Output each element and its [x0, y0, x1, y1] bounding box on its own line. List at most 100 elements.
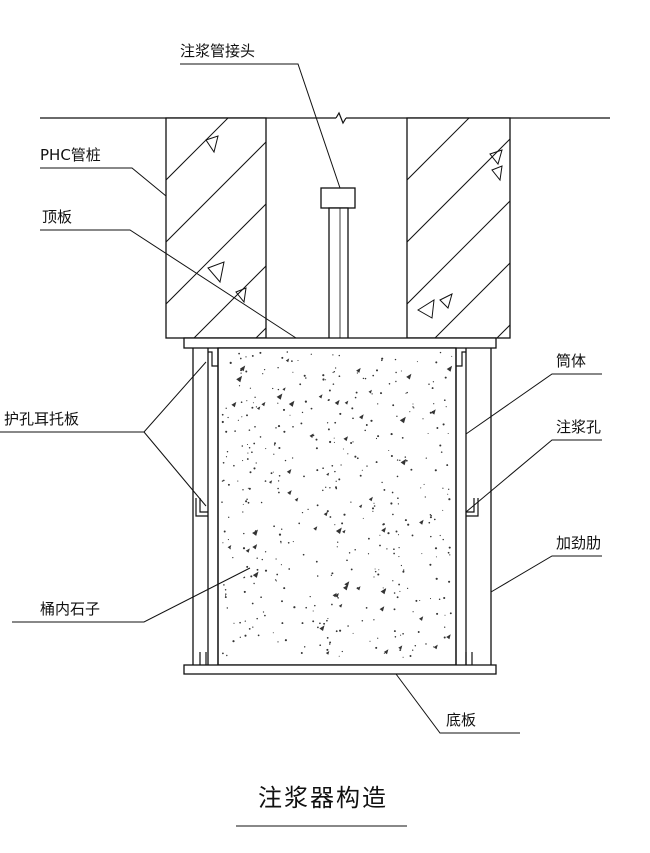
stone-dot [259, 436, 262, 438]
stone-dot [435, 556, 437, 558]
stone-dot [341, 650, 343, 653]
hatch-line [407, 138, 510, 243]
stone-chip [294, 497, 299, 502]
stone-dot [400, 634, 402, 636]
stone-dot [393, 592, 396, 594]
stone-dot [340, 464, 342, 466]
stone-dot [329, 641, 332, 644]
stone-dot [259, 351, 262, 354]
stone-chip [313, 526, 318, 531]
stone-dot [327, 428, 330, 431]
stone-chip [359, 414, 364, 420]
stone-dot [373, 576, 375, 578]
stone-dot [277, 366, 279, 369]
stone-dot [382, 587, 384, 589]
stone-dot [239, 636, 241, 638]
stone-dot [366, 465, 368, 467]
pile-wall-left [165, 117, 267, 339]
stone-dot [337, 597, 339, 599]
stone-dot [316, 469, 319, 472]
stone-chip [380, 588, 387, 595]
stone-dot [225, 456, 228, 458]
hatch-line [407, 118, 470, 181]
stone-dot [241, 445, 244, 447]
stone-dot [402, 570, 405, 573]
stone-dot [227, 539, 229, 541]
stone-dot [303, 646, 306, 648]
stone-chip [227, 545, 232, 549]
stone-dot [301, 622, 304, 625]
stone-dot [245, 500, 248, 503]
stone-dot [221, 501, 223, 503]
stone-dot [448, 498, 451, 501]
stone-dot [350, 568, 353, 571]
stone-dot [242, 511, 244, 513]
stone-dot [224, 589, 227, 591]
stone-dot [421, 553, 423, 555]
stone-dot [281, 528, 283, 530]
stone-dot [251, 406, 254, 409]
stone-dot [325, 486, 327, 488]
stone-dot [338, 354, 340, 357]
stone-dot [379, 534, 381, 536]
stone-dot [442, 509, 444, 511]
stone-chip [419, 519, 424, 525]
label-stiffener: 加劲肋 [556, 534, 601, 552]
stone-dot [305, 377, 307, 379]
stone-dot [297, 359, 299, 362]
stone-dot [233, 464, 235, 467]
stone-dot [326, 648, 329, 651]
stone-dot [447, 493, 449, 495]
label-barrel-stone: 桶内石子 [40, 600, 100, 618]
stone-dot [223, 530, 226, 533]
stone-dot [377, 573, 380, 576]
stone-dot [364, 429, 366, 432]
stone-dot [303, 374, 306, 377]
stone-dot [322, 489, 324, 492]
stone-chip [343, 436, 348, 442]
stone-dot [416, 361, 418, 363]
stone-dot [253, 467, 256, 470]
stone-dot [434, 547, 438, 550]
stone-dot [402, 632, 404, 635]
stone-dot [326, 637, 329, 639]
stone-dot [221, 480, 224, 482]
stone-dot [444, 614, 446, 616]
stone-dot [222, 542, 224, 544]
stone-dot [282, 408, 286, 411]
stone-dot [333, 370, 336, 373]
stone-dot [369, 640, 371, 642]
stone-dot [414, 645, 417, 647]
stone-dot [288, 568, 291, 570]
stone-dot [392, 404, 395, 407]
stone-dot [281, 622, 284, 625]
stone-dot [334, 524, 336, 526]
stone-dot [393, 608, 396, 611]
stone-dot [403, 569, 405, 571]
stone-dot [378, 569, 380, 571]
stone-dot [246, 458, 249, 460]
stone-dot [326, 422, 329, 424]
stone-chip [231, 401, 237, 408]
stone-dot [246, 498, 248, 500]
stone-dot [352, 417, 354, 420]
pile-wall-right [406, 117, 511, 339]
stone-dot [238, 385, 241, 387]
stone-dot [328, 399, 330, 401]
stone-dot [432, 381, 435, 383]
stone-dot [377, 403, 379, 405]
stone-dot [334, 470, 336, 473]
stone-dot [397, 534, 400, 536]
stone-dot [327, 618, 329, 620]
stone-dot [436, 612, 439, 615]
stone-dot [392, 513, 394, 516]
stone-dot [232, 556, 234, 559]
hatch-line [496, 324, 510, 338]
stone-dot [223, 584, 225, 586]
stone-chip [325, 651, 330, 655]
stone-dot [439, 534, 441, 537]
stone-dot [289, 414, 291, 416]
stone-dot [222, 461, 225, 464]
cylinder-body [192, 347, 492, 666]
